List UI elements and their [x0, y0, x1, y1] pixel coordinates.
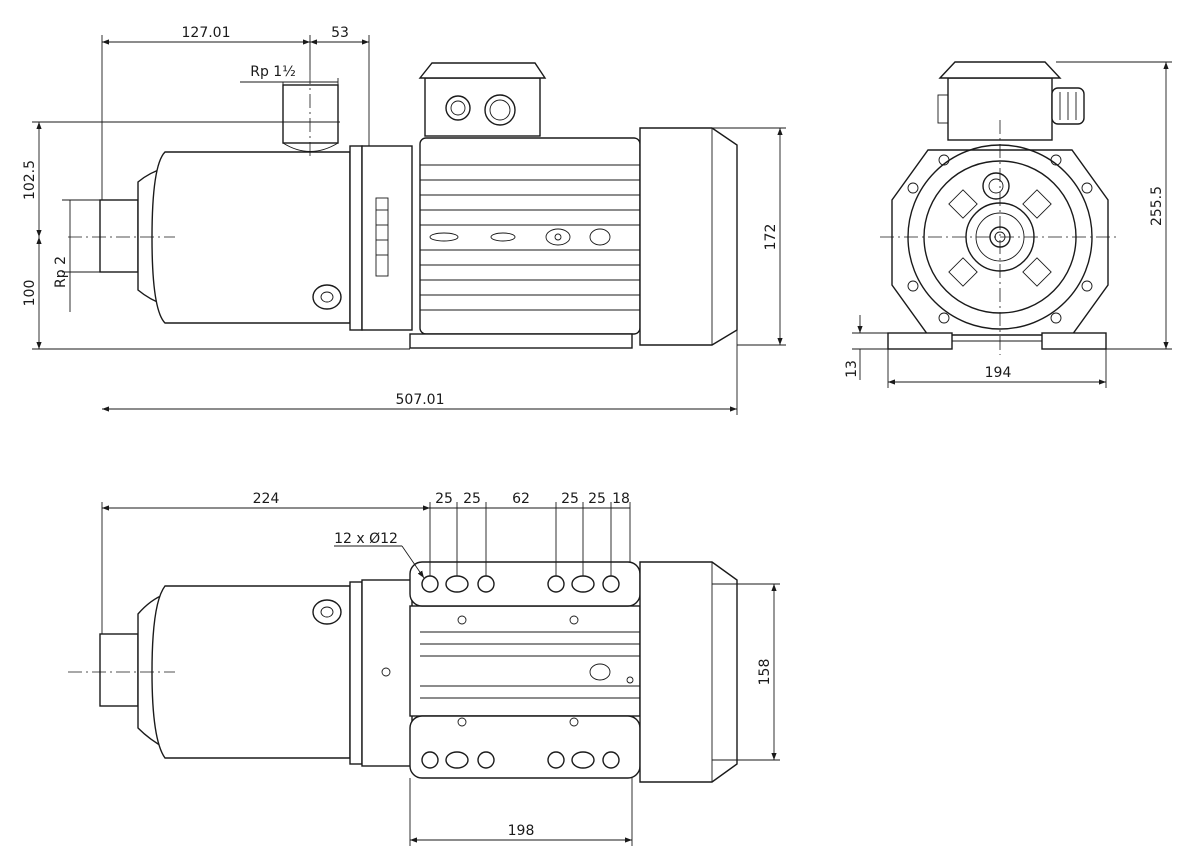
holes-label: 12 x Ø12: [334, 531, 398, 547]
mount-holes-lower: [421, 751, 620, 769]
dim-100-label: 100: [22, 280, 38, 307]
top-foot-upper: [409, 561, 641, 607]
inlet-nozzle: [99, 199, 139, 273]
end-bolts: [907, 154, 1093, 324]
drain-plug: [312, 284, 342, 310]
dim-224-label: 224: [253, 491, 280, 507]
top-motor-fins: [420, 631, 640, 699]
dim-158-label: 158: [757, 659, 773, 686]
right-foot: [1041, 332, 1107, 350]
dim-spacing-3: 62: [512, 491, 530, 507]
top-pump-body: [151, 585, 351, 759]
top-inlet-nozzle: [99, 633, 139, 707]
top-view-dimensions: 224 25 25 62 25 25 18 12 x Ø12 158 198: [101, 491, 780, 846]
fan-cover: [639, 127, 738, 346]
motor-fins: [420, 164, 640, 311]
motor-body: [419, 137, 641, 335]
dim-194-label: 194: [985, 365, 1012, 381]
dim-13-label: 13: [844, 360, 860, 378]
dim-spacing-1: 25: [435, 491, 453, 507]
top-view: [68, 561, 738, 783]
dim-spacing-2: 25: [463, 491, 481, 507]
dim-spacing-6: 18: [612, 491, 630, 507]
outlet-nozzle: [282, 84, 339, 144]
pump-flange: [349, 145, 363, 331]
dim-255-label: 255.5: [1149, 186, 1165, 226]
left-foot: [887, 332, 953, 350]
inlet-thread-label: Rp 2: [53, 256, 69, 288]
top-foot-lower: [409, 715, 641, 779]
dim-172-label: 172: [763, 224, 779, 251]
top-motor-body: [409, 605, 641, 717]
side-view: [68, 62, 738, 349]
end-view: [880, 61, 1120, 355]
terminal-box: [424, 77, 541, 137]
end-view-dimensions: 255.5 13 194: [844, 61, 1172, 388]
outlet-thread-label: Rp 1½: [250, 64, 296, 80]
pump-body: [151, 151, 351, 324]
side-view-dimensions: 127.01 53 Rp 1½ 102.5 100 Rp 2 507.01 17…: [22, 25, 786, 415]
dim-102-5-label: 102.5: [22, 160, 38, 200]
dim-198-label: 198: [508, 823, 535, 839]
dim-spacing-5: 25: [588, 491, 606, 507]
lantern: [361, 145, 413, 331]
top-lantern: [361, 579, 413, 767]
dim-53-label: 53: [331, 25, 349, 41]
dim-507-label: 507.01: [396, 392, 445, 408]
dim-127-label: 127.01: [182, 25, 231, 41]
motor-base: [409, 333, 633, 349]
top-fan-cover: [639, 561, 738, 783]
dim-spacing-4: 25: [561, 491, 579, 507]
